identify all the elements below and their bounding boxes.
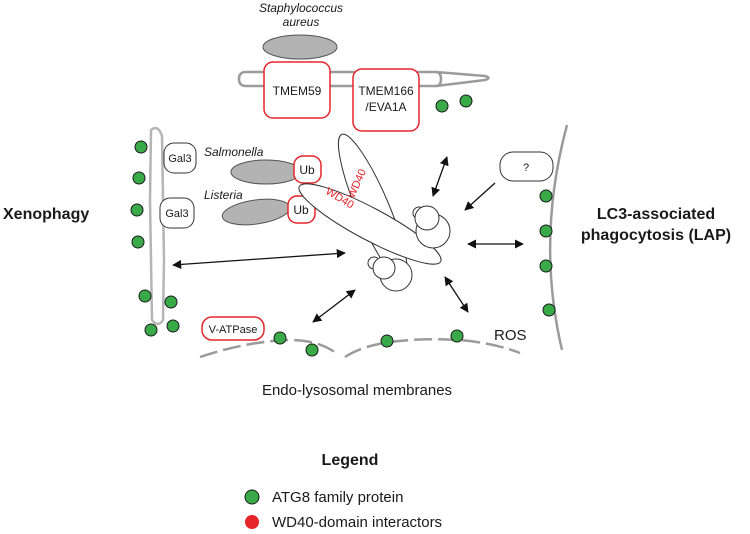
lap-label-line2: phagocytosis (LAP) [581, 227, 731, 244]
tmem166-label-line2: /EVA1A [365, 100, 406, 114]
arrow-unknown [464, 182, 496, 211]
arrow-vatpase [312, 289, 356, 323]
atg8-dot [539, 189, 553, 203]
xenophagy-membrane [148, 126, 166, 326]
ub-label-2: Ub [293, 203, 309, 217]
atg8-dot [144, 323, 158, 337]
gal3-box-2 [159, 197, 195, 229]
staphylococcus-label-line1: Staphylococcus [259, 1, 343, 15]
endo-lysosomal-label: Endo-lysosomal membranes [262, 382, 452, 399]
atg8-dot [305, 343, 319, 357]
staphylococcus-bacterium [262, 34, 338, 60]
atg8-dot [542, 303, 556, 317]
ub-box-2 [287, 195, 316, 224]
endo-membrane-right [344, 337, 521, 359]
salmonella-label: Salmonella [204, 145, 264, 159]
atg8-dot [450, 329, 464, 343]
staphylococcus-label-line2: aureus [283, 15, 320, 29]
legend-wd40-label: WD40-domain interactors [272, 514, 442, 531]
legend-atg8-swatch [244, 489, 260, 505]
tmem59-label: TMEM59 [273, 84, 322, 98]
legend-wd40-swatch [245, 515, 259, 529]
tmem166-box [352, 68, 420, 132]
atg8-dot [138, 289, 152, 303]
atg8-dot [134, 140, 148, 154]
endo-membrane-left [199, 338, 337, 359]
arrow-ros [444, 276, 469, 313]
atg8-dot [132, 171, 146, 185]
atg8-dot [435, 99, 449, 113]
vatpase-label: V-ATPase [209, 324, 258, 336]
atg8-dot [164, 295, 178, 309]
gal3-label-2: Gal3 [165, 208, 188, 220]
arrow-top [431, 156, 449, 197]
lap-label-line1: LC3-associated [597, 206, 715, 223]
ub-label-1: Ub [299, 163, 315, 177]
atg8-dot [166, 319, 180, 333]
wd40-complex [298, 133, 451, 292]
vatpase-box [201, 316, 265, 341]
atg8-dot [130, 203, 144, 217]
salmonella-bacterium [230, 159, 302, 185]
unknown-label: ? [523, 162, 529, 174]
xenophagy-label: Xenophagy [3, 206, 89, 223]
legend-atg8-label: ATG8 family protein [272, 489, 403, 506]
atg8-dot [459, 94, 473, 108]
atg8-dot [380, 334, 394, 348]
arrow-xenophagy [172, 249, 346, 269]
atg8-dot [273, 331, 287, 345]
legend-title: Legend [322, 452, 379, 469]
ub-box-1 [293, 155, 322, 184]
lap-membrane [548, 124, 569, 351]
atg8-dot [131, 235, 145, 249]
top-membrane [237, 70, 490, 88]
atg8-dot [539, 224, 553, 238]
listeria-label: Listeria [204, 188, 243, 202]
unknown-box [499, 151, 554, 182]
tmem59-box [263, 61, 331, 119]
gal3-box-1 [163, 142, 197, 174]
ros-label: ROS [494, 327, 527, 344]
tmem166-label-line1: TMEM166 [358, 84, 414, 98]
gal3-label-1: Gal3 [168, 153, 191, 165]
atg8-dot [539, 259, 553, 273]
